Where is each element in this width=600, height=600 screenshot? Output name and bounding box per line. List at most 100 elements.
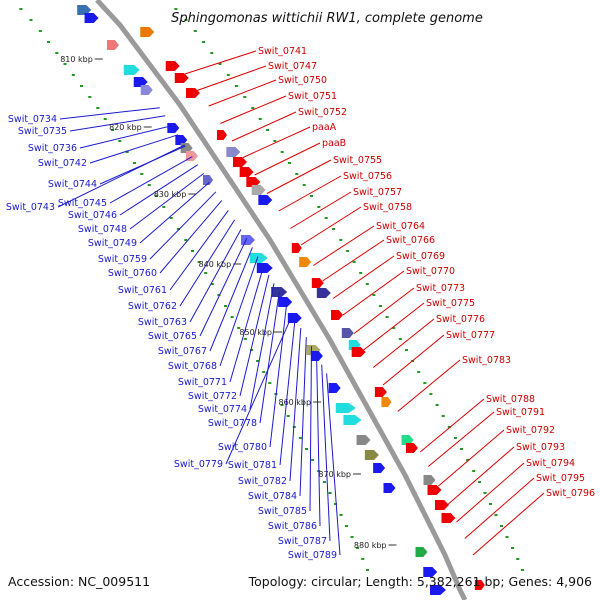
callout-line (208, 79, 277, 107)
gc-mark (103, 118, 107, 120)
gc-mark (224, 305, 227, 307)
reverse-gene-arrow (249, 253, 268, 263)
gene-label-forward: Swit_0764 (376, 221, 425, 232)
gene-label-forward: Swit_0793 (516, 442, 565, 453)
callout-line (313, 225, 375, 266)
forward-gene-arrow (374, 387, 387, 397)
reverse-gene-arrow (77, 5, 92, 15)
forward-gene-arrow (251, 185, 266, 195)
callout-line (169, 210, 229, 291)
gc-mark (328, 492, 332, 494)
gc-mark (88, 96, 92, 98)
gc-mark (483, 492, 487, 494)
gene-label-reverse: Swit_0774 (198, 404, 247, 415)
reverse-gene-arrow (364, 450, 379, 460)
gc-mark (184, 239, 188, 241)
callout-line (332, 255, 395, 299)
callout-line (149, 191, 217, 260)
gc-mark (177, 228, 180, 230)
gc-mark (339, 514, 343, 516)
gc-mark (453, 437, 457, 439)
reverse-gene-arrow (84, 13, 99, 23)
gc-mark (174, 8, 178, 10)
backbone-layer (95, 0, 468, 600)
gc-mark (169, 217, 173, 219)
reverse-gene-arrow (287, 313, 302, 323)
callout-line (199, 238, 248, 337)
gene-label-forward: Swit_0788 (486, 394, 535, 405)
forward-gene-arrow (316, 288, 331, 298)
callout-line (322, 239, 385, 282)
gene-label-reverse: Swit_0780 (218, 442, 267, 453)
gc-mark (429, 393, 433, 395)
forward-gene-arrow (435, 500, 449, 510)
forward-gene-arrow (226, 147, 241, 157)
reverse-gene-arrow (241, 235, 255, 245)
kbp-tick-label: 860 kbp (278, 398, 311, 407)
forward-gene-arrow (427, 485, 442, 495)
forward-gene-arrow (341, 328, 354, 338)
gc-mark (288, 162, 291, 164)
reverse-gene-arrow (373, 463, 386, 473)
gc-mark (55, 52, 59, 54)
gene-label-forward: Swit_0791 (496, 407, 545, 418)
gene-label-forward: Swit_0773 (416, 283, 465, 294)
gene-label-reverse: Swit_0768 (168, 361, 217, 372)
gc-mark (29, 19, 33, 21)
gc-mark (147, 184, 151, 186)
reverse-gene-arrow (133, 77, 148, 87)
gc-mark (191, 250, 194, 252)
gc-mark (392, 327, 396, 329)
callout-line (69, 115, 166, 132)
gc-mark (311, 459, 315, 461)
callout-line (79, 125, 172, 149)
gc-mark (140, 173, 144, 175)
gc-mark (63, 63, 67, 65)
forward-gene-arrow (291, 243, 302, 253)
forward-gene-arrow (406, 443, 418, 453)
gene-label-reverse: Swit_0760 (108, 268, 157, 279)
callout-line (59, 107, 160, 120)
gene-label-reverse: Swit_0786 (268, 521, 317, 532)
gene-label-reverse: Swit_0767 (158, 346, 207, 357)
gc-mark (38, 30, 42, 32)
gc-mark (505, 536, 509, 538)
gc-mark (295, 173, 299, 175)
gc-mark (125, 151, 129, 153)
gc-mark (447, 426, 451, 428)
gc-mark (423, 382, 427, 384)
map-title: Sphingomonas wittichii RW1, complete gen… (171, 11, 483, 26)
callout-line (447, 446, 515, 505)
forward-gene-arrow (299, 257, 312, 267)
callout-line (472, 492, 545, 556)
gc-mark (317, 206, 321, 208)
reverse-gene-arrow (107, 40, 119, 50)
callout-line (225, 314, 294, 465)
callout-line (438, 429, 505, 487)
gene-label-reverse: Swit_0743 (6, 202, 55, 213)
gc-mark (466, 459, 470, 461)
kbp-tick-label: 840 kbp (199, 260, 232, 269)
gc-mark (202, 41, 205, 43)
kbp-tick-label: 830 kbp (154, 190, 187, 199)
gene-label-forward: Swit_0741 (258, 46, 307, 57)
gc-mark (494, 514, 498, 516)
gc-mark (398, 338, 402, 340)
reverse-gene-arrow (140, 85, 153, 95)
gene-label-reverse: Swit_0745 (58, 198, 107, 209)
gene-label-forward: Swit_0756 (343, 171, 392, 182)
reverse-gene-arrow (123, 65, 140, 75)
gene-label-forward: Swit_0747 (268, 61, 317, 72)
forward-gene-arrow (331, 310, 343, 320)
gene-label-reverse: Swit_0746 (68, 210, 117, 221)
reverse-gene-arrow (167, 123, 180, 133)
gene-label-forward: Swit_0750 (278, 75, 327, 86)
kbp-tick-label: 880 kbp (354, 541, 387, 550)
gene-label-forward: Swit_0766 (386, 235, 435, 246)
gc-mark (19, 8, 23, 10)
callout-line (129, 173, 205, 230)
callout-line (419, 398, 485, 453)
